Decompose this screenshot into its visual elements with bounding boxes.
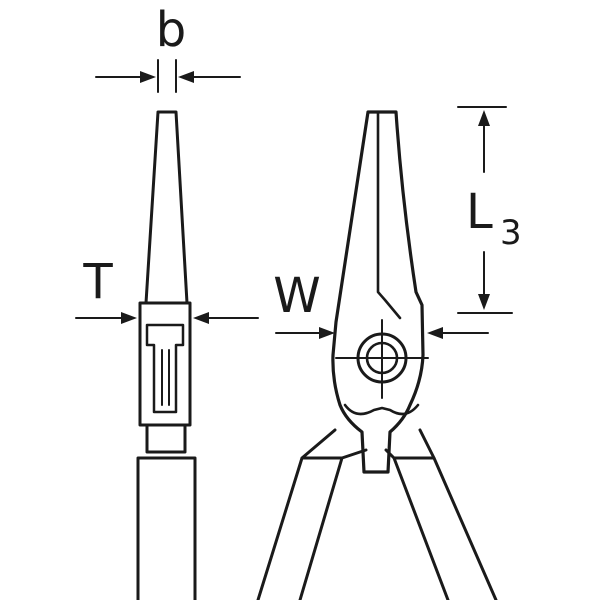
side-view-jaw-tip xyxy=(144,110,189,305)
dimension-L3-letter: L xyxy=(466,184,493,240)
front-view-throat xyxy=(343,403,420,416)
side-view-joint-slot xyxy=(145,323,185,414)
front-view-right-handle xyxy=(384,428,498,600)
dimension-b-arrowhead-right xyxy=(178,71,194,83)
side-view xyxy=(136,110,197,600)
dimension-L3-arrowhead-top xyxy=(478,110,490,126)
dimension-L3-subscript: 3 xyxy=(500,213,522,253)
dimension-T-arrowhead-right xyxy=(193,312,209,324)
dimension-W-label: W xyxy=(273,268,320,324)
front-view-left-handle xyxy=(256,428,368,600)
dimension-W-arrowhead-left xyxy=(319,327,335,339)
dimension-T-label: T xyxy=(82,254,113,310)
dimension-L3-arrowhead-bottom xyxy=(478,294,490,310)
side-view-joint-block xyxy=(138,301,192,427)
dimension-W-arrowhead-right xyxy=(427,327,443,339)
dimension-W: W xyxy=(273,268,489,339)
side-view-handle xyxy=(136,456,197,600)
side-view-neck xyxy=(145,423,187,454)
dimension-T: T xyxy=(75,254,259,324)
front-view-jaw-split xyxy=(376,110,402,320)
dimension-b: b xyxy=(95,2,241,93)
dimension-T-arrowhead-left xyxy=(121,312,137,324)
dimension-b-arrowhead-left xyxy=(140,71,156,83)
front-view xyxy=(256,110,498,600)
front-view-jaw-outline xyxy=(331,110,425,474)
dimension-b-label: b xyxy=(156,2,186,58)
